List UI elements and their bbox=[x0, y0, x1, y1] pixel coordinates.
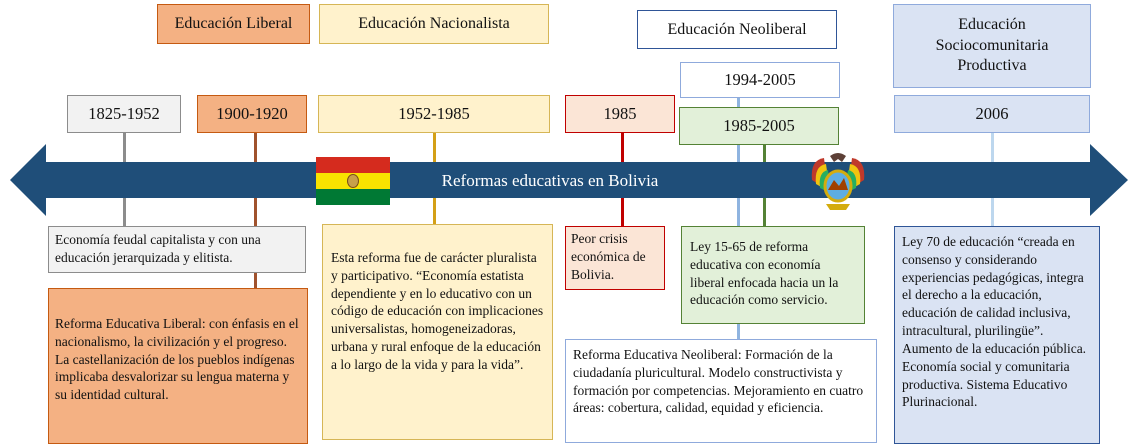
date-1985: 1985 bbox=[565, 95, 675, 133]
date-1825-1952: 1825-1952 bbox=[67, 95, 181, 133]
desc-nacionalista: Esta reforma fue de carácter pluralista … bbox=[322, 224, 553, 440]
desc-ley1565: Ley 15-65 de reforma educativa con econo… bbox=[681, 226, 865, 324]
desc-liberal: Reforma Educativa Liberal: con énfasis e… bbox=[48, 288, 308, 444]
bolivia-coat-of-arms-icon bbox=[811, 153, 865, 210]
desc-neoliberal: Reforma Educativa Neoliberal: Formación … bbox=[565, 339, 877, 443]
date-1900-1920: 1900-1920 bbox=[197, 95, 307, 133]
date-1994-2005: 1994-2005 bbox=[680, 62, 840, 98]
desc-ley70: Ley 70 de educación “creada en consenso … bbox=[894, 226, 1100, 444]
bolivia-flag-icon bbox=[316, 157, 390, 205]
connector-1994 bbox=[737, 89, 740, 344]
timeline-label: Reformas educativas en Bolivia bbox=[441, 171, 659, 190]
desc-feudal: Economía feudal capitalista y con una ed… bbox=[48, 226, 306, 273]
date-2006: 2006 bbox=[894, 95, 1090, 133]
period-sociocomunitaria: Educación Sociocomunitaria Productiva bbox=[893, 4, 1091, 88]
date-1985-2005: 1985-2005 bbox=[679, 107, 839, 145]
period-nacionalista: Educación Nacionalista bbox=[319, 4, 549, 44]
timeline-arrow bbox=[10, 144, 1128, 216]
arrow-shape bbox=[10, 144, 1128, 216]
desc-crisis: Peor crisis económica de Bolivia. bbox=[565, 226, 665, 290]
period-neoliberal: Educación Neoliberal bbox=[637, 10, 837, 49]
connector-1900 bbox=[254, 131, 257, 289]
date-1952-1985: 1952-1985 bbox=[318, 95, 550, 133]
period-liberal: Educación Liberal bbox=[157, 4, 310, 44]
